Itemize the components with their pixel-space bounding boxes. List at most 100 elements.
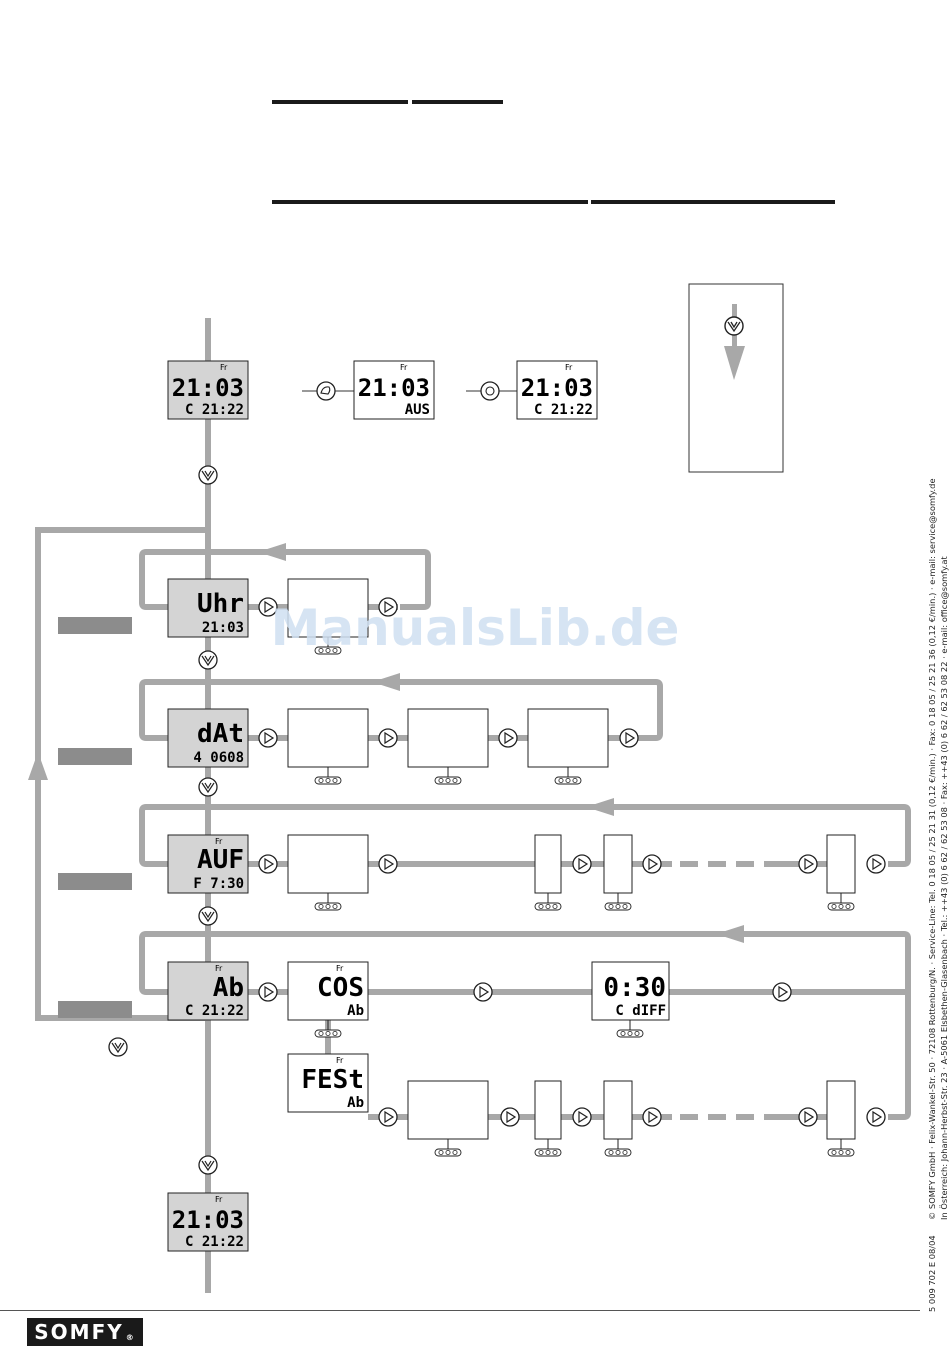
lcd-auf-main: AUF bbox=[197, 845, 244, 875]
lcd-diff: 0:30 C dIFF bbox=[591, 961, 670, 1021]
dat-loop-arrow bbox=[372, 673, 400, 691]
lcd-uhr-main: Uhr bbox=[197, 589, 244, 619]
play-button-icon bbox=[378, 728, 398, 748]
play-button-icon bbox=[798, 1107, 818, 1127]
empty-display-fest-1 bbox=[407, 1080, 489, 1140]
lcd-aus-sub: AUS bbox=[405, 402, 430, 418]
ab-loop-arrow bbox=[716, 925, 744, 943]
lcd-start: Fr 21:03 C 21:22 bbox=[167, 360, 249, 420]
somfy-logo-reg: ® bbox=[125, 1333, 136, 1342]
play-button-icon bbox=[642, 854, 662, 874]
lcd-end-sub: C 21:22 bbox=[185, 1234, 244, 1250]
side-text-line1: © SOMFY GmbH · Felix-Wankel-Str. 50 · 72… bbox=[927, 478, 937, 1220]
empty-display-fest-3 bbox=[603, 1080, 633, 1140]
play-button-icon bbox=[258, 728, 278, 748]
menu-button-icon bbox=[108, 1037, 128, 1057]
play-button-icon bbox=[473, 982, 493, 1002]
label-bar-dat bbox=[58, 748, 132, 765]
somfy-logo: SOMFY® bbox=[27, 1318, 143, 1346]
keypad-mini-icon bbox=[534, 1139, 562, 1157]
empty-display-auf-2 bbox=[534, 834, 562, 894]
outer-loop-arrow bbox=[28, 752, 48, 780]
legend-frame bbox=[688, 283, 784, 473]
empty-displays bbox=[287, 578, 856, 1140]
legend-box bbox=[688, 283, 784, 473]
lcd-dat-sub: 4 0608 bbox=[193, 750, 244, 766]
lcd-dat-main: dAt bbox=[197, 719, 244, 749]
header-rule-4 bbox=[591, 200, 835, 204]
auf-loop-arrow bbox=[586, 798, 614, 816]
play-button-icon bbox=[619, 728, 639, 748]
lcd-fest-main: FESt bbox=[301, 1065, 364, 1095]
lcd-end: Fr 21:03 C 21:22 bbox=[167, 1192, 249, 1252]
empty-display-dat-2 bbox=[407, 708, 489, 768]
row-loops bbox=[139, 543, 911, 1120]
header-rule-3 bbox=[272, 200, 588, 204]
play-button-icon bbox=[500, 1107, 520, 1127]
lcd-dat: dAt 4 0608 bbox=[167, 708, 249, 768]
lcd-diff-sub: C dIFF bbox=[615, 1003, 666, 1019]
play-button-icon bbox=[798, 854, 818, 874]
lcd-aus: Fr 21:03 AUS bbox=[353, 360, 435, 420]
lcd-cos-main: COS bbox=[317, 973, 364, 1003]
keypad-mini-icon bbox=[616, 1020, 644, 1038]
label-bar-auf bbox=[58, 873, 132, 890]
lcd-aus-day: Fr bbox=[400, 363, 408, 372]
uhr-loop-arrow bbox=[258, 543, 286, 561]
label-bar-uhr bbox=[58, 617, 132, 634]
keypad-mini-icon bbox=[554, 767, 582, 785]
menu-button-icon bbox=[198, 1155, 218, 1175]
keypad-icons bbox=[314, 637, 855, 1157]
keypad-mini-icon bbox=[314, 637, 342, 655]
label-bars bbox=[58, 617, 132, 1018]
lcd-ab-sub: C 21:22 bbox=[185, 1003, 244, 1019]
auf-loop bbox=[139, 804, 911, 867]
play-button-icon bbox=[378, 854, 398, 874]
keypad-mini-icon bbox=[314, 893, 342, 911]
play-button-icon bbox=[866, 1107, 886, 1127]
empty-display-fest-2 bbox=[534, 1080, 562, 1140]
lcd-start-sub: C 21:22 bbox=[185, 402, 244, 418]
play-button-icon bbox=[258, 597, 278, 617]
label-bar-ab bbox=[58, 1001, 132, 1018]
hand-key-icon-aus bbox=[316, 381, 336, 401]
play-button-icon bbox=[866, 854, 886, 874]
header-rule-2 bbox=[412, 100, 503, 104]
lcd-auto-day: Fr bbox=[565, 363, 573, 372]
legend-arrow-head bbox=[724, 346, 745, 380]
play-button-icon bbox=[642, 1107, 662, 1127]
side-text-doc-code: 5 009 702 E 08/04 bbox=[927, 1235, 937, 1312]
empty-display-auf-4 bbox=[826, 834, 856, 894]
empty-display-dat-1 bbox=[287, 708, 369, 768]
empty-display-dat-3 bbox=[527, 708, 609, 768]
lcd-auf-day: Fr bbox=[215, 837, 223, 846]
somfy-logo-text: SOMFY bbox=[34, 1320, 124, 1344]
dat-loop bbox=[139, 679, 663, 741]
lcd-start-main: 21:03 bbox=[172, 374, 244, 402]
menu-button-icon bbox=[198, 465, 218, 485]
lcd-aus-main: 21:03 bbox=[358, 374, 430, 402]
keypad-mini-icon bbox=[534, 893, 562, 911]
empty-display-auf-3 bbox=[603, 834, 633, 894]
keypad-mini-icon bbox=[604, 1139, 632, 1157]
keypad-mini-icon bbox=[827, 893, 855, 911]
lcd-fest-day: Fr bbox=[336, 1056, 344, 1065]
play-button-icon bbox=[572, 1107, 592, 1127]
header-rules bbox=[272, 100, 835, 204]
footer-rule bbox=[0, 1310, 920, 1311]
play-button-icon bbox=[258, 982, 278, 1002]
lcd-auto: Fr 21:03 C 21:22 bbox=[516, 360, 598, 420]
hand-key-icon-auto bbox=[480, 381, 500, 401]
lcd-diff-main: 0:30 bbox=[603, 973, 666, 1003]
lcd-auf-sub: F 7:30 bbox=[193, 876, 244, 892]
empty-display-auf-1 bbox=[287, 834, 369, 894]
lcd-start-day: Fr bbox=[220, 363, 228, 372]
lcd-uhr: Uhr 21:03 bbox=[167, 578, 249, 638]
lcd-cos: Fr COS Ab bbox=[287, 961, 369, 1021]
keypad-mini-icon bbox=[604, 893, 632, 911]
watermark-text: ManualsLib.de bbox=[271, 599, 680, 657]
keypad-mini-icon bbox=[434, 1139, 462, 1157]
lcd-auf: Fr AUF F 7:30 bbox=[167, 834, 249, 894]
lcd-uhr-sub: 21:03 bbox=[202, 620, 244, 636]
